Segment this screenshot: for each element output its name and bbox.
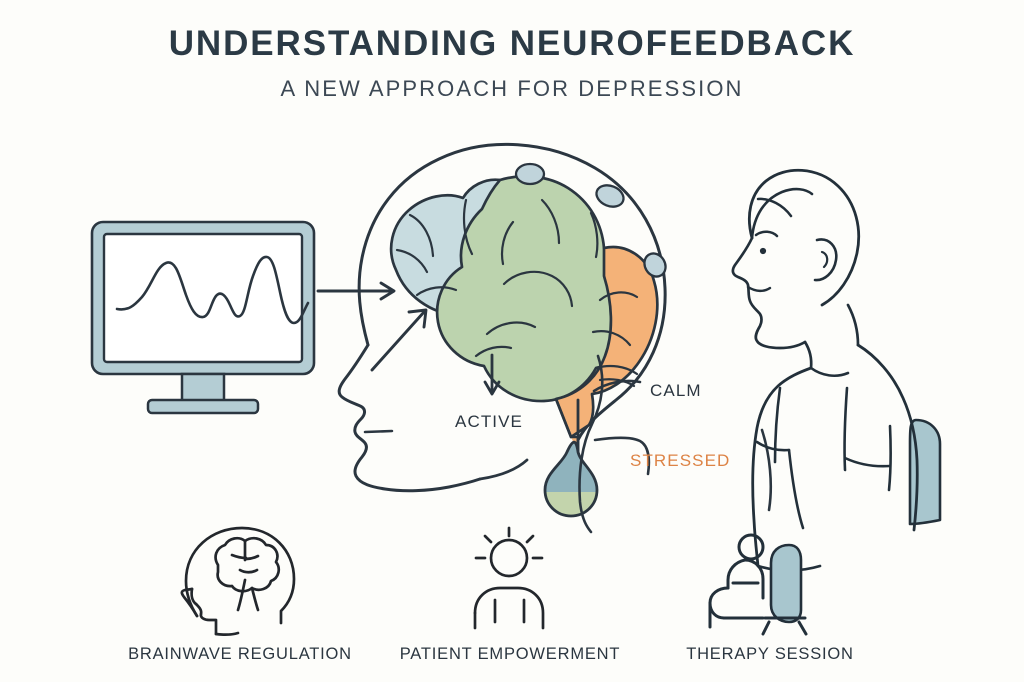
brainwave-trace (115, 255, 310, 325)
person-hair-sweep (756, 197, 793, 218)
person-sleeve-crease (773, 386, 782, 464)
person-neck-front (803, 340, 813, 370)
person-mouth (746, 285, 772, 293)
monitor-to-brain-arrow (316, 281, 396, 301)
person-ear-inner (820, 250, 829, 269)
person-neck-back (846, 303, 860, 347)
brain-folds (395, 198, 639, 388)
monitor-screen (102, 232, 304, 364)
page-subtitle: A NEW APPROACH FOR DEPRESSION (280, 76, 744, 101)
jawline-tail (478, 458, 529, 481)
person-collar (809, 366, 850, 378)
person-sleeve-hem-front (755, 440, 791, 452)
head-brain-icon (180, 526, 296, 636)
feedback-arrow (370, 308, 428, 372)
person-torso-back (856, 343, 919, 532)
person-on-chair-icon (708, 533, 808, 636)
brain-to-drop-arrow (483, 353, 501, 396)
page-title: UNDERSTANDING NEUROFEEDBACK (168, 24, 856, 63)
footer-label-brainwave-regulation: BRAINWAVE REGULATION (128, 645, 352, 663)
person-arm-front (787, 448, 805, 530)
seated-patient (731, 168, 942, 572)
drop-top-fill (545, 442, 597, 492)
person-arm-back (887, 424, 892, 492)
person-sleeve-hem-back (843, 456, 892, 468)
state-connector-lines (578, 354, 773, 534)
drop-outline (543, 440, 599, 518)
person-eyebrow (754, 230, 779, 238)
person-face-profile (731, 236, 807, 350)
person-hairline (750, 187, 814, 240)
mouth-line (363, 429, 394, 434)
face-profile-line (337, 343, 482, 493)
label-calm: CALM (650, 381, 702, 400)
monitor-neck (180, 372, 226, 404)
person-sleeve-line (843, 386, 849, 472)
electrode-2 (595, 184, 625, 208)
person-torso-front (751, 366, 813, 568)
chair-icon-back (769, 543, 803, 624)
eeg-monitor (90, 220, 316, 415)
footer-label-therapy-session: THERAPY SESSION (686, 645, 854, 663)
person-radiance-icon (473, 526, 545, 630)
electrode-1 (514, 162, 546, 186)
person-eye (759, 247, 767, 255)
central-region (435, 174, 648, 403)
footer-label-patient-empowerment: PATIENT EMPOWERMENT (399, 645, 621, 663)
person-ear (813, 238, 838, 282)
label-active: ACTIVE (455, 412, 524, 431)
brain-illustration (389, 174, 659, 454)
drop-bottom-fill (545, 492, 597, 516)
label-stressed: STRESSED (630, 451, 731, 470)
person-skull (748, 168, 861, 307)
eeg-electrodes (514, 162, 667, 278)
monitor-base (146, 398, 260, 415)
electrode-3 (643, 252, 667, 278)
